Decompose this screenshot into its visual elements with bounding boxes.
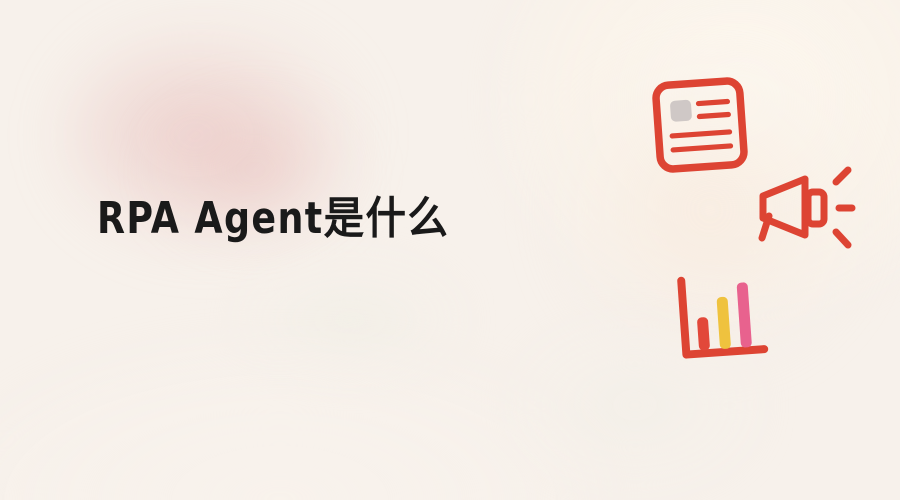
background-blob-bottom: [0, 350, 600, 500]
megaphone-icon: [752, 162, 856, 258]
document-image-placeholder-icon: [670, 99, 692, 122]
megaphone-body-icon: [804, 188, 828, 228]
chart-bar-3-icon: [736, 282, 752, 348]
page-title: RPA Agent是什么: [97, 193, 450, 244]
document-icon: [647, 72, 754, 179]
megaphone-horn-icon: [759, 175, 809, 239]
document-outline-icon: [652, 77, 748, 173]
megaphone-ray-bottom-icon: [832, 228, 852, 249]
bar-chart-icon: [669, 269, 775, 370]
megaphone-handle-icon: [758, 212, 773, 242]
background-blob-pale-center: [245, 265, 455, 375]
megaphone-ray-top-icon: [832, 166, 852, 186]
document-line-long-2-icon: [670, 143, 734, 153]
document-line-short-1-icon: [695, 98, 731, 107]
chart-axis-icon: [677, 276, 769, 359]
chart-bar-2-icon: [716, 296, 731, 349]
document-line-long-1-icon: [669, 129, 733, 139]
chart-bar-1-icon: [697, 317, 710, 351]
document-line-short-2-icon: [696, 111, 731, 120]
